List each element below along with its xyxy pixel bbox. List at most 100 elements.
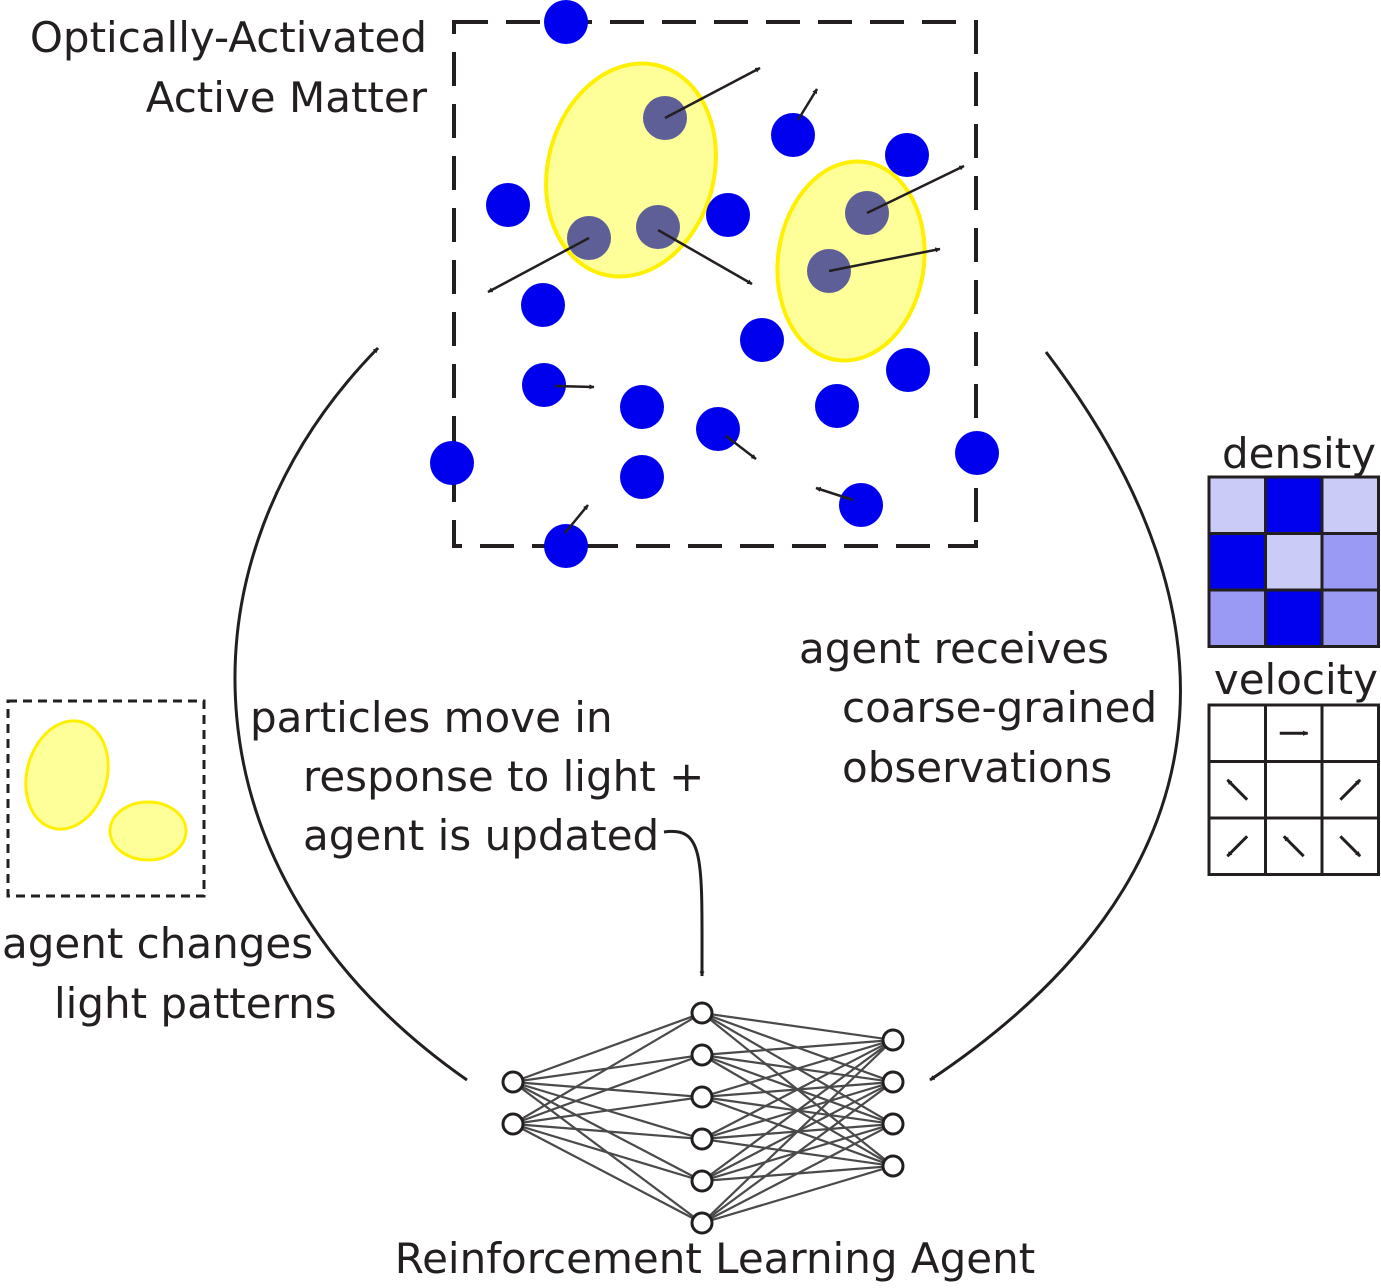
network-edges <box>512 1011 894 1225</box>
action-label-line-2: light patterns <box>54 979 337 1028</box>
particle <box>522 363 566 407</box>
network-edge <box>512 1053 703 1126</box>
density-grid <box>1207 475 1380 648</box>
network-edge <box>701 1038 894 1057</box>
velocity-arrow <box>815 486 854 502</box>
network-node <box>690 1001 714 1025</box>
particle <box>885 133 929 177</box>
velocity-arrow-icon <box>1226 778 1249 801</box>
velocity-arrow <box>866 164 965 215</box>
velocity-arrow <box>554 384 595 390</box>
velocity-arrow <box>725 435 757 460</box>
particle <box>486 183 530 227</box>
velocity-arrow <box>487 236 590 294</box>
inset-light-pattern-1 <box>24 719 110 831</box>
network-edge <box>512 1122 703 1141</box>
particle <box>544 0 588 44</box>
title-line-2: Active Matter <box>146 73 428 122</box>
velocity-arrow-icon <box>1339 778 1362 801</box>
velocity-cell <box>1264 760 1324 820</box>
particle <box>839 483 883 527</box>
network-node <box>690 1127 714 1151</box>
particle <box>696 407 740 451</box>
particle <box>771 113 815 157</box>
particle <box>886 348 930 392</box>
density-cell <box>1264 532 1324 592</box>
particle <box>544 524 588 568</box>
network-edge <box>701 1123 894 1224</box>
network-node <box>690 1169 714 1193</box>
particle <box>706 193 750 237</box>
density-cell <box>1207 588 1267 648</box>
network-node <box>690 1085 714 1109</box>
network-edge <box>701 1038 894 1099</box>
network-edge <box>701 1039 894 1224</box>
activated-particle <box>636 205 680 249</box>
network-node <box>881 1154 905 1178</box>
action-loop-arrow <box>233 346 468 1082</box>
particle <box>815 384 859 428</box>
observation-label-line-1: agent receives <box>799 624 1109 673</box>
network-edge <box>701 1011 894 1042</box>
network-edge <box>512 1123 703 1224</box>
update-arrow <box>663 829 705 977</box>
network-node <box>881 1070 905 1094</box>
network-node <box>501 1070 525 1094</box>
velocity-cell <box>1320 703 1380 763</box>
density-cell <box>1320 475 1380 535</box>
density-cell <box>1320 588 1380 648</box>
network-node <box>501 1112 525 1136</box>
inset-light-pattern-2 <box>108 800 188 862</box>
velocity-cell <box>1207 703 1267 763</box>
light-pattern-2 <box>775 159 927 363</box>
velocity-arrow <box>796 88 819 121</box>
particle-velocity-arrows <box>487 66 965 534</box>
density-cell <box>1207 532 1267 592</box>
light-pattern-inset-box <box>6 699 206 898</box>
active-matter-box <box>452 20 978 548</box>
particle <box>521 283 565 327</box>
action-label-line-1: agent changes <box>2 919 313 968</box>
title-line-1: Optically-Activated <box>30 13 427 62</box>
velocity-arrow <box>664 66 761 120</box>
velocity-arrow-icon <box>1282 835 1305 858</box>
particle <box>955 431 999 475</box>
velocity-arrow <box>657 228 753 286</box>
update-label-line-1: particles move in <box>250 693 613 742</box>
particle <box>620 385 664 429</box>
network-edge <box>701 1039 894 1140</box>
network-edge <box>701 1081 894 1224</box>
network-node <box>690 1043 714 1067</box>
observation-label-line-2: coarse-grained <box>842 683 1157 732</box>
particles <box>430 0 999 568</box>
agent-label: Reinforcement Learning Agent <box>395 1234 1035 1283</box>
network-node <box>881 1028 905 1052</box>
velocity-arrow <box>828 247 941 273</box>
particle <box>740 318 784 362</box>
network-edge <box>701 1164 894 1225</box>
velocity-arrow-icon <box>1226 835 1249 858</box>
network-node <box>881 1112 905 1136</box>
particle <box>620 455 664 499</box>
observation-label-line-3: observations <box>842 743 1112 792</box>
update-label-line-3: agent is updated <box>303 811 659 860</box>
particle <box>430 441 474 485</box>
density-cell <box>1320 532 1380 592</box>
density-cell <box>1264 588 1324 648</box>
network-node <box>690 1211 714 1235</box>
observation-loop-arrow <box>929 351 1182 1082</box>
velocity-arrow <box>564 504 589 534</box>
density-cell <box>1207 475 1267 535</box>
velocity-grid <box>1207 703 1380 876</box>
update-label-line-2: response to light + <box>303 752 704 801</box>
network-edge <box>512 1012 703 1125</box>
density-cell <box>1264 475 1324 535</box>
network-edge <box>701 1039 894 1182</box>
velocity-arrow-icon <box>1339 835 1362 858</box>
network-edge <box>512 1122 703 1183</box>
network-nodes <box>501 1001 905 1235</box>
network-edge <box>512 1095 703 1126</box>
density-title: density <box>1222 429 1376 478</box>
network-edge <box>512 1011 703 1084</box>
